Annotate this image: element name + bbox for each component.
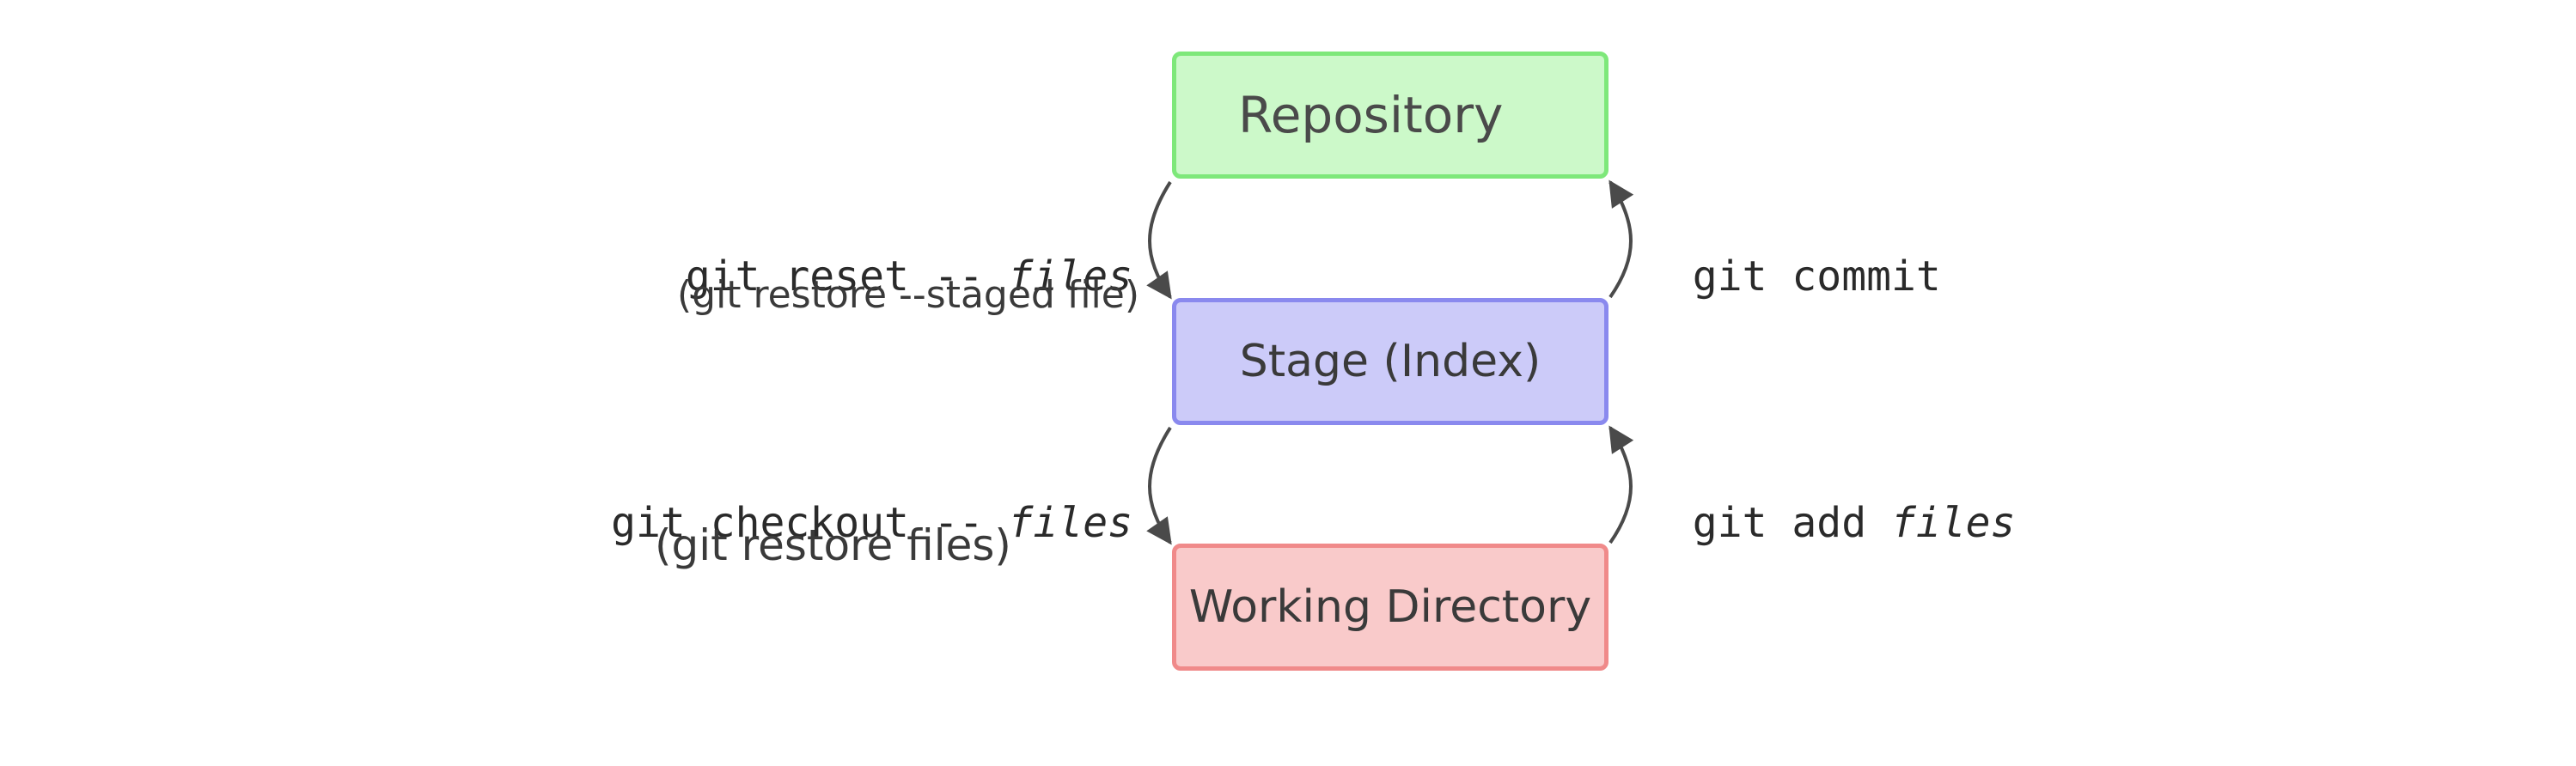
git-commit-label: git commit	[1643, 215, 1941, 297]
commit-arrow	[1608, 179, 1634, 299]
git-restore-files-note: (git restore files)	[655, 520, 1011, 570]
stage-box: Stage (Index)	[1172, 298, 1608, 425]
working-directory-label: Working Directory	[1188, 581, 1592, 633]
repository-label: Repository	[1238, 86, 1504, 144]
checkout-arrow	[1146, 426, 1172, 545]
stage-label: Stage (Index)	[1239, 336, 1541, 387]
add-arrow	[1608, 425, 1634, 544]
git-commit-command: git commit	[1692, 252, 1941, 301]
git-add-command: git add	[1692, 499, 1891, 547]
git-restore-staged-note: (git restore --staged file)	[676, 273, 1139, 317]
reset-arrow	[1146, 180, 1172, 300]
working-directory-box: Working Directory	[1172, 544, 1608, 671]
repository-box: Repository	[1172, 52, 1608, 179]
git-checkout-label: git checkout -- files	[561, 461, 1132, 544]
git-checkout-command: git checkout --	[611, 499, 1009, 547]
git-add-label: git add files	[1643, 461, 2016, 547]
git-add-arg: files	[1890, 499, 2016, 547]
git-reset-command: git reset --	[685, 252, 1009, 301]
git-reset-arg: files	[1008, 252, 1133, 301]
git-reset-label: git reset -- files	[636, 215, 1132, 297]
git-checkout-arg: files	[1008, 499, 1133, 547]
